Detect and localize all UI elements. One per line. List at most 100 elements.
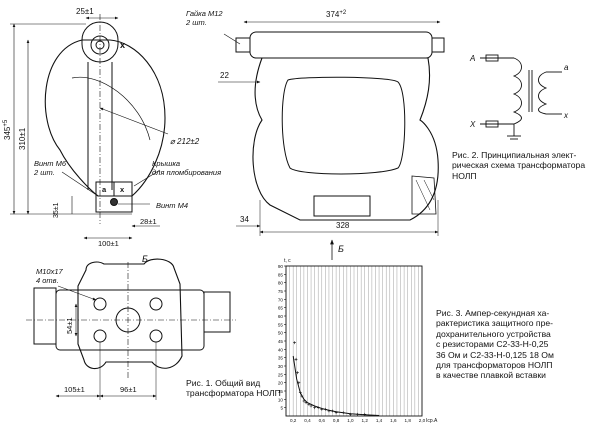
figure-plan-view [26,258,236,400]
figure-side-view [218,20,445,236]
dim-100: 100±1 [98,239,119,248]
figure1-texts: 25±1 345+5 310±1 ⌀ 212±2 35±1 28±1 100±1… [3,7,221,248]
chart-x-tick-label: 2,0 [419,418,426,423]
chart-x-tick-label: 1,6 [390,418,397,423]
plan-hole-2 [149,297,163,311]
chart-y-tick-label: 40 [278,347,284,352]
chart-y-tick-label: 80 [278,281,284,286]
chart-data-point [298,391,302,395]
chart-data-point [320,407,324,411]
schem-secondary-coil [538,71,548,115]
chart-y-tick-label: 30 [278,364,284,369]
top-x-label: х [120,40,125,50]
plan-view-label: Б [142,254,148,264]
schem-primary-coil [512,57,522,125]
dim-28: 28±1 [140,217,157,226]
chart-data-point [363,412,367,416]
chart-y-tick-label: 50 [278,331,284,336]
chart-data-point [323,407,327,411]
plan-hole-4 [149,329,163,343]
figure3-caption: Рис. 3. Ампер-секундная ха- рактеристика… [436,308,554,381]
dim-34: 34 [240,215,249,224]
chart-data-point [309,404,313,408]
chart-data-point [307,402,311,406]
svg-text:Б: Б [338,244,344,254]
chart-x-tick-label: 0,6 [319,418,326,423]
front-dia-leader [99,107,169,135]
figure2-caption: Рис. 2. Принципиальная элект- рическая с… [452,150,586,181]
text-line: 2 шт. [185,18,207,27]
chart-y-tick-label: 5 [280,406,283,411]
chart-data-point [294,357,298,361]
front-terminal-screw [110,198,118,206]
chart-y-tick-label: 75 [278,289,284,294]
terminal-x-label: х [120,185,125,194]
chart-y-tick-label: 65 [278,306,284,311]
dim-345: 345+5 [3,119,12,140]
chart-y-tick-label: 10 [278,397,284,402]
chart-data-point [356,412,359,416]
chart-x-tick-label: 0,4 [304,418,311,423]
side-nut-leader [223,33,241,45]
chart-data-point [296,371,299,375]
side-right-hatch [411,175,437,215]
chart-y-axis-label: t, c [284,258,291,264]
schem-label-A: А [469,54,475,63]
front-m6-leader [61,171,99,197]
chart-data-point [341,411,345,415]
front-neck [87,62,113,190]
chart-y-tick-label: 55 [278,322,284,327]
hatch-2 [423,179,435,201]
chart-data-point [327,409,331,413]
plan-body [77,258,183,370]
schem-label-X: Х [469,120,476,129]
plan-hole-3 [93,329,107,343]
chart-data-point [313,406,317,410]
dim-328: 328 [336,221,350,230]
figure2-schematic [480,54,562,140]
side-nameplate [313,195,371,217]
dim-35: 35±1 [53,202,60,218]
chart-y-tick-label: 90 [278,264,284,269]
dim-310: 310±1 [18,127,27,150]
front-arc [71,76,151,141]
chart-x-tick-label: 1,2 [362,418,369,423]
schem-label-a: а [564,63,569,72]
dim-96: 96±1 [120,385,137,394]
figure1-front-view [10,14,169,240]
side-top-bar [249,31,433,59]
plan-hole-1 [93,297,107,311]
schem-resistor-top [485,54,499,62]
chart-y-tick-label: 45 [278,339,284,344]
chart-x-tick-label: 1,0 [347,418,354,423]
chart-data-point [334,411,338,415]
chart-x-tick-label: 0,8 [333,418,340,423]
schem-label-x: х [563,111,569,120]
chart-data-point [349,412,352,416]
text-line: для пломбирования [152,168,221,177]
view-arrow-b: Б [330,239,344,260]
chart-y-tick-label: 60 [278,314,284,319]
dim-diameter: ⌀ 212±2 [170,137,200,146]
dim-54: 54±1 [65,317,74,334]
chart-x-tick-label: 1,4 [376,418,383,423]
side-body-outline [252,57,439,221]
text-line: 4 отв. [36,276,59,285]
side-window [281,76,406,175]
chart-y-tick-label: 70 [278,297,284,302]
callout-screw-m4: Винт М4 [156,201,188,210]
chart-y-tick-label: 25 [278,372,284,377]
side-left-stud [235,37,251,53]
text-line: 2 шт. [33,168,55,177]
terminal-a-label: а [102,185,107,194]
chart-y-tick-label: 35 [278,356,284,361]
front-cover-leader [133,169,161,187]
dim-22: 22 [220,71,229,80]
plan-right-flange [203,291,231,333]
